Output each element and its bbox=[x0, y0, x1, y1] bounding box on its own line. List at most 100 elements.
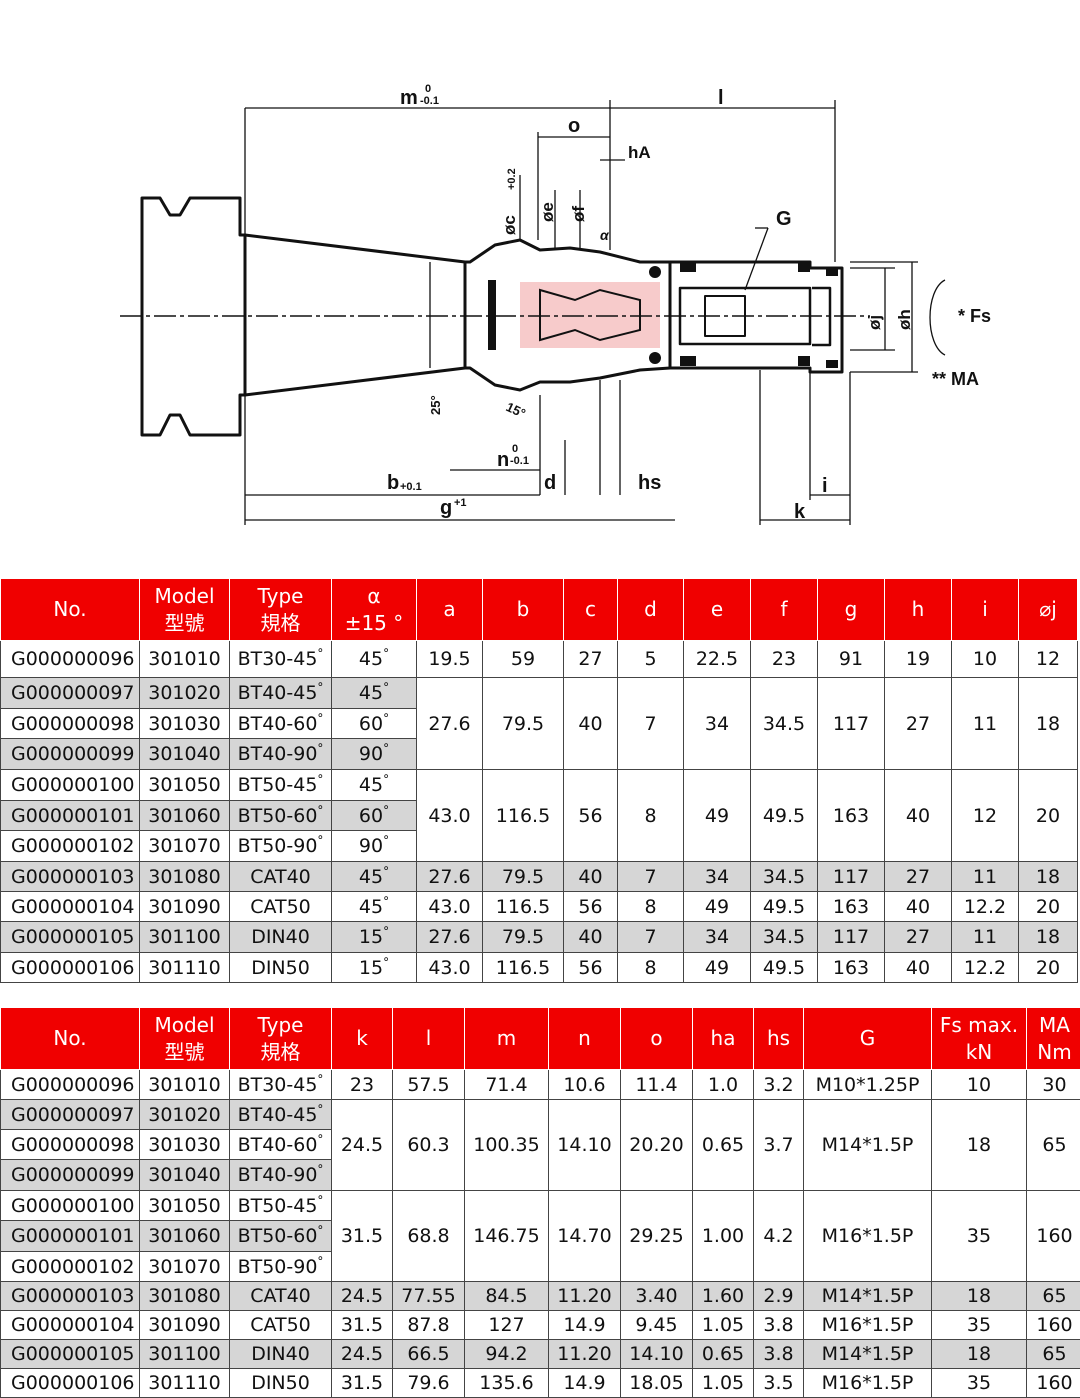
cell-i: 12 bbox=[951, 769, 1019, 862]
cell-no: G000000103 bbox=[0, 1281, 140, 1311]
cell-value: 24.5 bbox=[340, 1343, 384, 1365]
cell-g: 163 bbox=[817, 891, 885, 922]
cell-no: G000000105 bbox=[0, 1339, 140, 1369]
cell-b: 59 bbox=[482, 640, 564, 678]
cell-g: 117 bbox=[817, 921, 885, 953]
header-label: ha bbox=[710, 1026, 736, 1050]
header-label: b bbox=[516, 597, 530, 621]
cell-value: 68.8 bbox=[407, 1225, 450, 1247]
cell-value: 20 bbox=[1035, 895, 1061, 918]
degree-mark: ° bbox=[317, 1132, 324, 1147]
cell-f: 49.5 bbox=[750, 891, 818, 922]
cell-model: 301080 bbox=[139, 1281, 230, 1311]
cell-value: 12 bbox=[1035, 648, 1061, 670]
cell-value: 10.6 bbox=[563, 1073, 606, 1096]
header-label: g bbox=[844, 597, 858, 621]
cell-G: M14*1.5P bbox=[803, 1339, 932, 1369]
cell-value: 49 bbox=[704, 956, 730, 979]
cell-value: 24.5 bbox=[340, 1285, 384, 1307]
dim-e: øe bbox=[538, 202, 557, 222]
cell-a: 43.0 bbox=[416, 891, 483, 922]
cell-o: 11.4 bbox=[620, 1069, 693, 1100]
cell-alpha: 45° bbox=[331, 891, 417, 922]
cell-value: 43.0 bbox=[428, 956, 471, 979]
cell-alpha: 15° bbox=[331, 921, 417, 953]
cell-alpha: 90° bbox=[331, 738, 417, 770]
cell-value: 301100 bbox=[148, 1343, 221, 1365]
cell-l: 60.3 bbox=[392, 1099, 465, 1191]
cell-value: M10*1.25P bbox=[815, 1073, 920, 1096]
cell-value: M14*1.5P bbox=[821, 1285, 914, 1307]
header-label: f bbox=[780, 597, 788, 621]
cell-hs: 3.2 bbox=[753, 1069, 804, 1100]
dim-alpha: α bbox=[600, 227, 610, 243]
cell-n: 14.9 bbox=[548, 1368, 621, 1398]
degree-mark: ° bbox=[317, 1102, 324, 1117]
cell-value: 11.20 bbox=[557, 1285, 612, 1307]
cell-h: 40 bbox=[884, 891, 952, 922]
cell-hs: 3.5 bbox=[753, 1368, 804, 1398]
cell-value: 65 bbox=[1042, 1285, 1067, 1307]
cell-value: G000000105 bbox=[11, 1343, 135, 1365]
cell-value: 301030 bbox=[148, 1133, 221, 1156]
column-header: G bbox=[803, 1007, 932, 1070]
cell-h: 40 bbox=[884, 952, 952, 983]
cell-value: 40 bbox=[905, 895, 931, 918]
cell-model: 301020 bbox=[139, 1099, 230, 1130]
cell-value: 23 bbox=[771, 648, 797, 670]
cell-value: 18.05 bbox=[629, 1372, 684, 1394]
degree-mark: ° bbox=[383, 646, 390, 661]
header-label: ⌀j bbox=[1039, 597, 1057, 621]
cell-k: 24.5 bbox=[331, 1099, 393, 1191]
cell-no: G000000099 bbox=[0, 1159, 140, 1191]
cell-model: 301060 bbox=[139, 1220, 230, 1252]
cell-no: G000000099 bbox=[0, 738, 140, 770]
cell-value: 34 bbox=[704, 712, 730, 735]
cell-value: 1.05 bbox=[701, 1314, 745, 1336]
column-header: Fs max.kN bbox=[931, 1007, 1027, 1070]
cell-value: G000000097 bbox=[11, 682, 135, 704]
cell-e: 49 bbox=[683, 891, 751, 922]
degree-mark: ° bbox=[383, 741, 390, 756]
cell-value: BT50-45 bbox=[237, 1194, 318, 1217]
cell-value: DIN40 bbox=[251, 1343, 310, 1365]
cell-i: 12.2 bbox=[951, 952, 1019, 983]
cell-value: 301070 bbox=[148, 1255, 221, 1278]
dim-d: d bbox=[544, 472, 556, 494]
cell-value: 301100 bbox=[148, 926, 221, 948]
cell-value: 18 bbox=[966, 1343, 992, 1365]
cell-value: 301080 bbox=[148, 1285, 221, 1307]
cell-model: 301070 bbox=[139, 830, 230, 862]
cell-n: 14.70 bbox=[548, 1190, 621, 1282]
cell-d: 8 bbox=[617, 952, 684, 983]
cell-a: 43.0 bbox=[416, 952, 483, 983]
cell-n: 14.9 bbox=[548, 1310, 621, 1340]
cell-value: 34.5 bbox=[762, 712, 806, 735]
cell-value: 301110 bbox=[148, 1372, 221, 1394]
column-header: o bbox=[620, 1007, 693, 1070]
cell-b: 116.5 bbox=[482, 769, 564, 862]
cell-value: 40 bbox=[578, 865, 603, 888]
cell-value: 11 bbox=[972, 926, 998, 948]
cell-value: 12 bbox=[972, 804, 998, 827]
cell-b: 79.5 bbox=[482, 677, 564, 770]
cell-value: 27 bbox=[905, 712, 931, 735]
cell-m: 146.75 bbox=[464, 1190, 549, 1282]
cell-n: 11.20 bbox=[548, 1281, 621, 1311]
cell-value: 135.6 bbox=[479, 1372, 534, 1394]
cell-i: 10 bbox=[951, 640, 1019, 678]
cell-value: 45 bbox=[358, 895, 384, 918]
header-label: No. bbox=[53, 597, 87, 621]
degree-mark: ° bbox=[317, 803, 324, 818]
cell-value: 49.5 bbox=[762, 895, 806, 918]
degree-mark: ° bbox=[317, 1162, 324, 1177]
cell-value: 163 bbox=[832, 804, 870, 827]
